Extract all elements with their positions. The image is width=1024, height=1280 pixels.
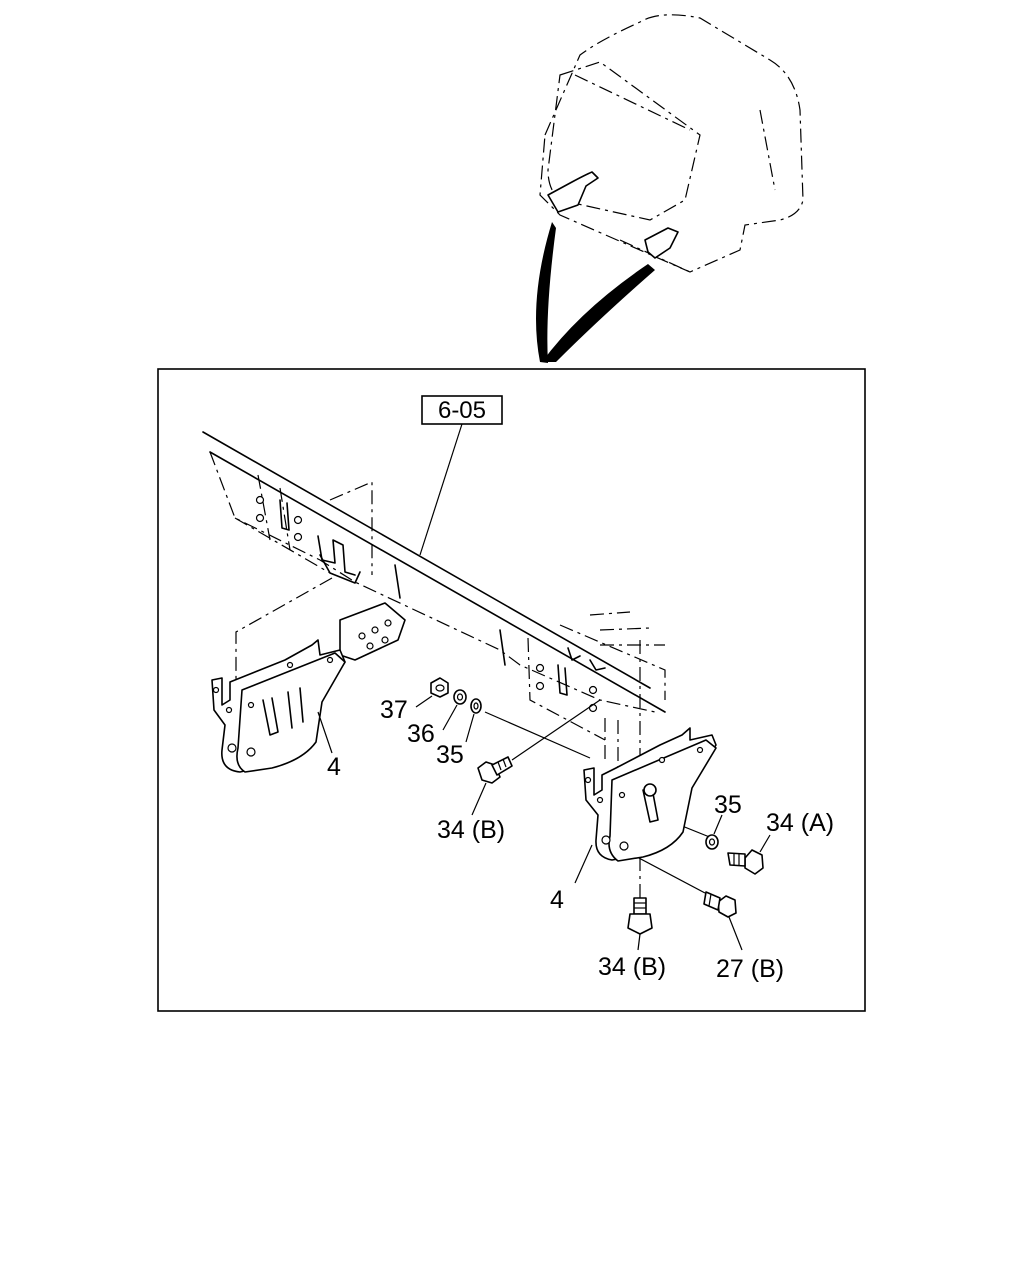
reference-box: 6-05	[419, 395, 503, 556]
callout-36: 36	[407, 720, 435, 748]
callout-34b-bottom: 34 (B)	[598, 953, 666, 981]
bracket-right	[574, 727, 717, 884]
washer-35-left	[465, 698, 482, 743]
callout-35-left: 35	[436, 741, 464, 769]
callout-34b-left: 34 (B)	[437, 816, 505, 844]
nut-37	[415, 677, 449, 708]
cab-overview	[536, 14, 804, 363]
washer-35-right	[705, 814, 723, 850]
bolt-34b-left	[471, 756, 513, 816]
bolt-34b-bottom	[627, 897, 653, 951]
bolt-34a	[727, 834, 771, 875]
callout-labels: 37 36 35 4 34 (B) 35 34 (A) 4 34 (B) 27 …	[327, 696, 834, 983]
callout-4-right: 4	[550, 886, 564, 914]
callout-34a: 34 (A)	[766, 809, 834, 837]
washer-36	[442, 689, 467, 731]
callout-37: 37	[380, 696, 408, 724]
callout-4-left: 4	[327, 753, 341, 781]
chassis-cross-member	[202, 431, 666, 741]
callout-35-right: 35	[714, 791, 742, 819]
reference-label: 6-05	[438, 397, 486, 424]
callout-27b: 27 (B)	[716, 955, 784, 983]
detail-frame	[157, 368, 866, 1012]
bolt-27b	[703, 891, 743, 951]
bracket-left	[211, 602, 406, 773]
